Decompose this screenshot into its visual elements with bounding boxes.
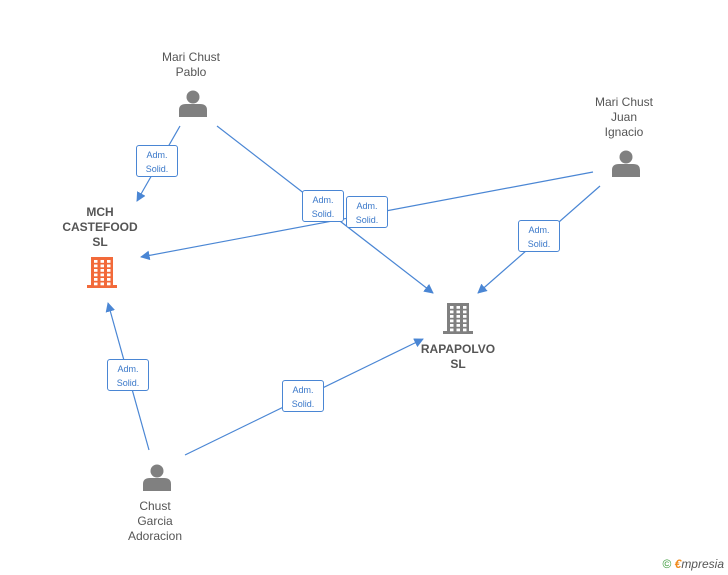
person-body <box>179 104 207 117</box>
building-window <box>463 310 467 314</box>
edge-label-line: Solid. <box>116 378 140 388</box>
node-label-line: Juan <box>610 110 638 124</box>
edge-label-line: Adm. <box>146 150 168 160</box>
building-window <box>94 260 98 263</box>
building-window <box>94 278 98 281</box>
building-window <box>94 282 98 286</box>
node-label-line: Adoracion <box>127 529 183 543</box>
building-window <box>450 306 454 309</box>
node-label-line: Pablo <box>175 65 207 79</box>
building-window <box>107 260 111 263</box>
node-label-line: MCH <box>86 205 114 219</box>
edge-label-line: Solid. <box>291 399 315 409</box>
building-window <box>463 328 467 332</box>
building-window <box>100 282 104 286</box>
building-base <box>87 285 117 288</box>
edge-label-chust_garcia_adoracion-to-rapapolvo[interactable]: Adm. Solid. <box>282 380 324 412</box>
building-window <box>94 269 98 272</box>
building-window <box>100 260 104 263</box>
node-rapapolvo-building-icon[interactable] <box>443 303 473 334</box>
building-window <box>100 269 104 272</box>
building-window <box>456 310 460 314</box>
building-window <box>94 264 98 268</box>
building-window <box>107 264 111 268</box>
building-window <box>107 273 111 277</box>
building-window <box>463 319 467 323</box>
edge-label-line: Adm. <box>356 201 378 211</box>
building-window <box>107 269 111 272</box>
building-window <box>100 264 104 268</box>
building-window <box>107 278 111 281</box>
node-mari_chust_pablo-person-icon[interactable] <box>179 90 207 118</box>
edge-label-line: Solid. <box>311 209 335 219</box>
node-label-line: Garcia <box>137 514 173 528</box>
building-window <box>463 306 467 309</box>
edge-label-line: Solid. <box>527 239 551 249</box>
person-body <box>143 478 171 491</box>
person-head <box>186 90 200 104</box>
node-label-line: SL <box>92 235 108 249</box>
node-label-line: Ignacio <box>604 125 644 139</box>
node-label-line: Mari Chust <box>161 50 221 64</box>
building-window <box>450 319 454 323</box>
footer-brand: © €mpresia <box>662 557 724 571</box>
edge-label-line: Solid. <box>145 164 169 174</box>
building-window <box>94 273 98 277</box>
building-window <box>107 282 111 286</box>
building-window <box>463 315 467 318</box>
building-window <box>456 306 460 309</box>
building-window <box>450 324 454 327</box>
node-label-line: CASTEFOOD <box>62 220 138 234</box>
node-label-line: SL <box>450 357 466 371</box>
building-window <box>456 328 460 332</box>
building-window <box>456 315 460 318</box>
building-window <box>100 273 104 277</box>
node-label-line: Mari Chust <box>594 95 654 109</box>
node-label-line: RAPAPOLVO <box>420 342 496 356</box>
edge-label-line: Adm. <box>528 225 550 235</box>
node-mch_castefood-building-icon[interactable] <box>87 257 117 288</box>
building-window <box>100 278 104 281</box>
edge-label-mari_chust_juan_ignacio-to-rapapolvo[interactable]: Adm. Solid. <box>518 220 560 252</box>
edge-label-line: Adm. <box>312 195 334 205</box>
person-head <box>150 464 164 478</box>
edge-label-line: Adm. <box>292 385 314 395</box>
building-window <box>463 324 467 327</box>
building-window <box>450 310 454 314</box>
node-mari_chust_juan_ignacio-person-icon[interactable] <box>612 150 640 178</box>
edge-label-mari_chust_pablo-to-rapapolvo[interactable]: Adm. Solid. <box>302 190 344 222</box>
node-chust_garcia_adoracion-person-icon[interactable] <box>143 464 171 492</box>
edge-label-line: Solid. <box>355 215 379 225</box>
edge-label-mari_chust_juan_ignacio-to-mch_castefood[interactable]: Adm. Solid. <box>346 196 388 228</box>
person-body <box>612 164 640 177</box>
building-window <box>456 319 460 323</box>
copyright-symbol: © <box>662 557 672 571</box>
edge-label-chust_garcia_adoracion-to-mch_castefood[interactable]: Adm. Solid. <box>107 359 149 391</box>
building-window <box>450 328 454 332</box>
brand-logo-letter: € <box>674 557 682 571</box>
building-base <box>443 331 473 334</box>
node-label-line: Chust <box>139 499 171 513</box>
person-head <box>619 150 633 164</box>
edge-label-mari_chust_pablo-to-mch_castefood[interactable]: Adm. Solid. <box>136 145 178 177</box>
building-window <box>456 324 460 327</box>
building-window <box>450 315 454 318</box>
brand-name: mpresia <box>681 557 724 571</box>
edge-label-line: Adm. <box>117 364 139 374</box>
